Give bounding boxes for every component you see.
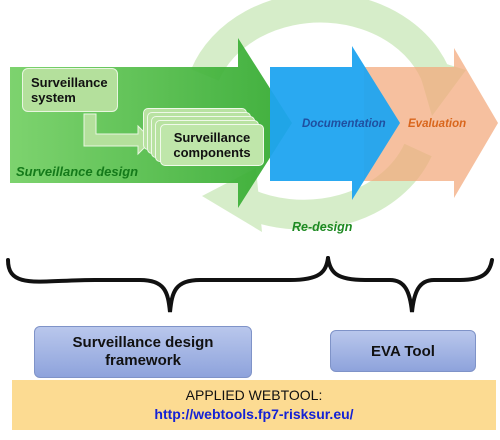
eva-tool-box: EVA Tool xyxy=(330,330,476,372)
redesign-label: Re-design xyxy=(292,220,353,234)
framework-label: Surveillance design framework xyxy=(72,334,214,369)
eva-brace xyxy=(326,256,494,313)
surveillance-system-label: Surveillance system xyxy=(31,75,108,105)
framework-brace xyxy=(6,256,330,313)
webtool-url-link[interactable]: http://webtools.fp7-risksur.eu/ xyxy=(154,406,354,422)
surveillance-design-framework-box: Surveillance design framework xyxy=(34,326,252,378)
surveillance-design-label: Surveillance design xyxy=(16,164,138,179)
eva-tool-label: EVA Tool xyxy=(371,342,435,360)
applied-webtool-banner: APPLIED WEBTOOL: http://webtools.fp7-ris… xyxy=(12,380,496,430)
evaluation-arrow xyxy=(364,48,498,198)
documentation-label: Documentation xyxy=(302,118,386,130)
webtool-heading: APPLIED WEBTOOL: xyxy=(185,387,323,403)
surveillance-components-label: Surveillance components xyxy=(173,130,251,160)
documentation-arrow xyxy=(270,46,400,200)
surveillance-system-box: Surveillance system xyxy=(22,68,118,112)
surveillance-components-box: Surveillance components xyxy=(160,124,264,166)
evaluation-label: Evaluation xyxy=(408,118,466,130)
